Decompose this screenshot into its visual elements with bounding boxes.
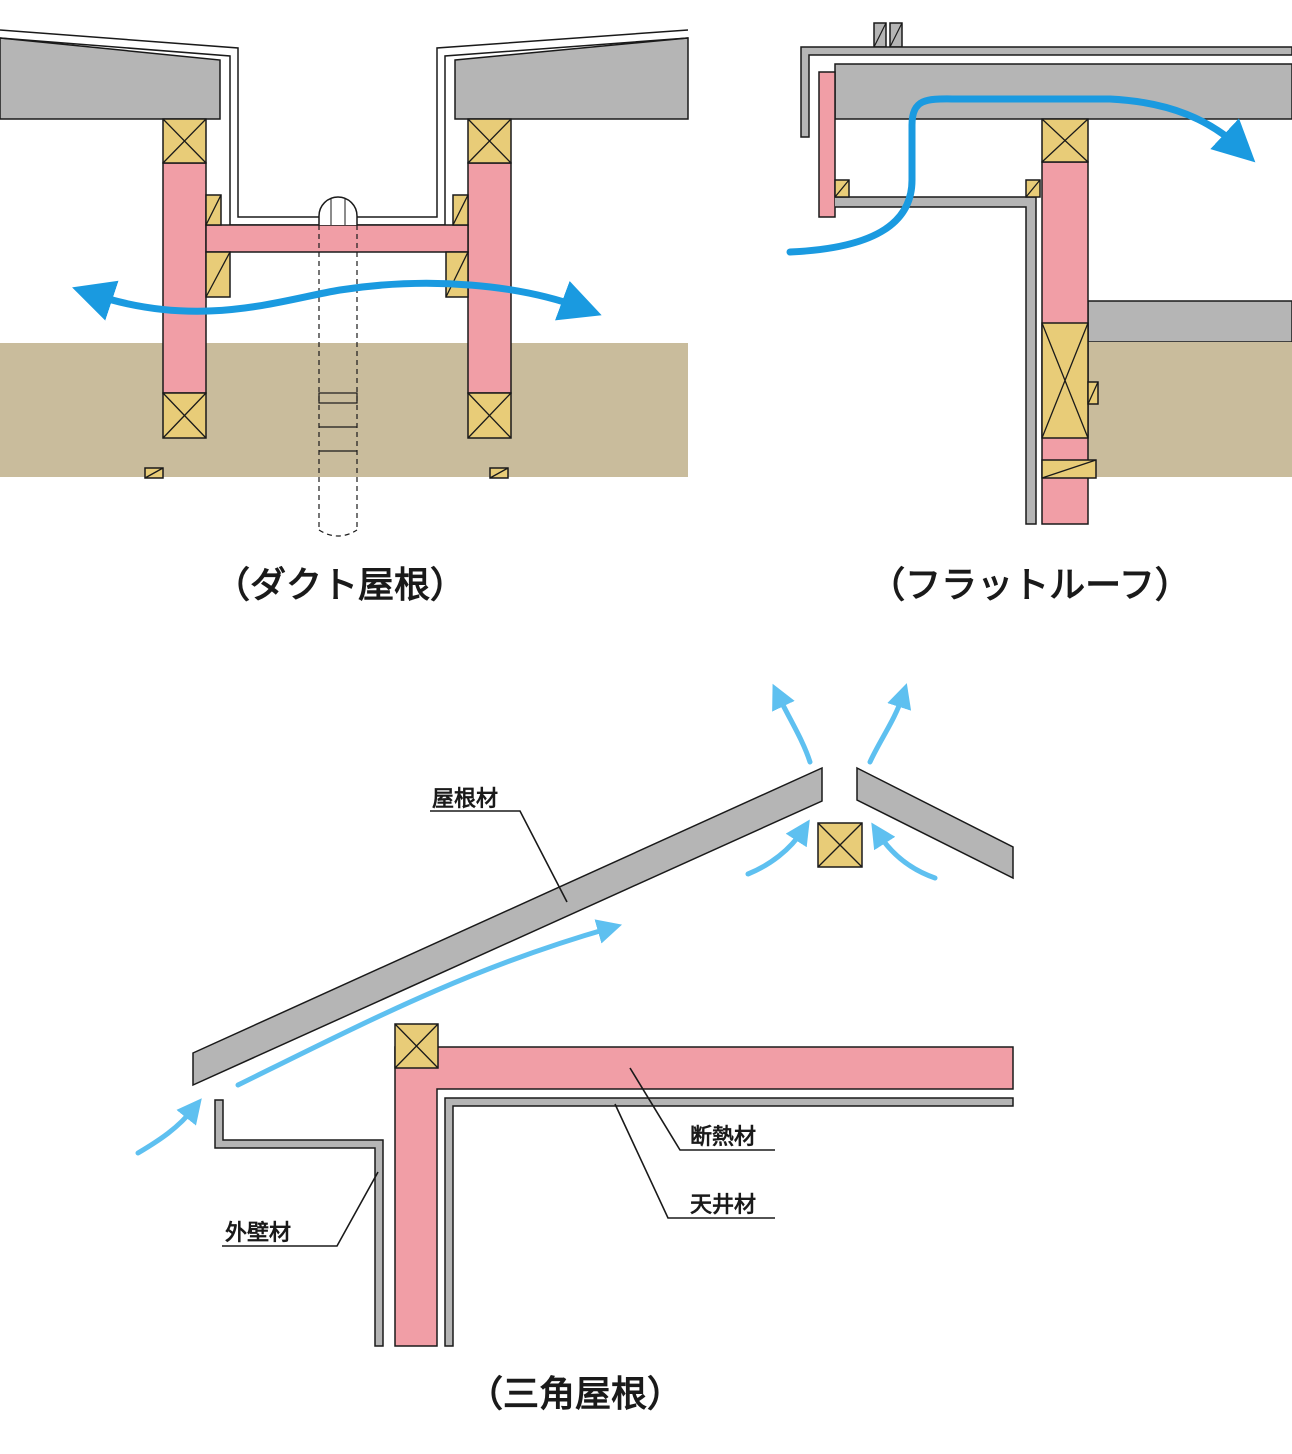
label-insulation: 断熱材 xyxy=(690,1124,756,1150)
flat-roof-slab xyxy=(834,63,1292,120)
timber-beam xyxy=(394,1023,439,1069)
timber-beam xyxy=(162,392,207,439)
caption-duct-roof: （ダクト屋根） xyxy=(214,565,466,606)
pipe-rungs xyxy=(318,392,358,452)
roof-board-right xyxy=(856,766,1014,880)
airflow-arrow xyxy=(786,95,1256,256)
timber-beam xyxy=(162,118,207,164)
roof-vent-cap xyxy=(318,196,358,225)
gable-roof-diagram: 屋根材 断熱材 天井材 外壁材 xyxy=(135,683,1014,1347)
ground-fill xyxy=(0,343,688,477)
insulation-duct-bottom xyxy=(205,224,469,253)
timber-beam xyxy=(467,118,512,164)
insulation-left xyxy=(162,162,207,394)
label-exterior-wall: 外壁材 xyxy=(225,1220,291,1246)
label-roofing: 屋根材 xyxy=(432,787,498,812)
roof-slab-left xyxy=(0,37,221,120)
parapet-cap xyxy=(873,22,903,48)
flat-roof-sheet xyxy=(800,46,1292,138)
ceiling-board xyxy=(444,1097,1014,1347)
insulation-right xyxy=(467,162,512,394)
duct-roof-diagram xyxy=(0,29,689,537)
insulation-ceiling xyxy=(394,1046,1014,1347)
eave-soffit xyxy=(835,196,1037,525)
exterior-wall-board xyxy=(214,1099,384,1347)
insulation-fascia xyxy=(818,71,836,218)
timber-beam xyxy=(1041,322,1089,439)
timber-batten xyxy=(144,194,509,479)
leader-exterior-wall xyxy=(222,1171,379,1247)
dashed-vent-pipe xyxy=(318,225,358,537)
caption-gable-roof: （三角屋根） xyxy=(467,1374,683,1415)
leader-insulation xyxy=(629,1067,775,1151)
timber-beam xyxy=(467,392,512,439)
leader-roofing xyxy=(430,810,568,903)
airflow-arrows xyxy=(135,683,938,1156)
flat-roof-diagram xyxy=(786,22,1292,525)
ceiling-slab xyxy=(1087,300,1292,343)
caption-flat-roof: （フラットルーフ） xyxy=(869,565,1191,606)
label-ceiling: 天井材 xyxy=(690,1193,756,1218)
airflow-arrow xyxy=(72,279,602,321)
roof-slab-right xyxy=(454,37,689,120)
ground-fill xyxy=(1088,342,1292,477)
timber-beam xyxy=(1041,118,1089,163)
ridge-beam xyxy=(817,822,863,868)
roof-board-left xyxy=(192,766,823,1087)
timber-batten xyxy=(834,179,1099,479)
leader-ceiling xyxy=(614,1103,775,1219)
